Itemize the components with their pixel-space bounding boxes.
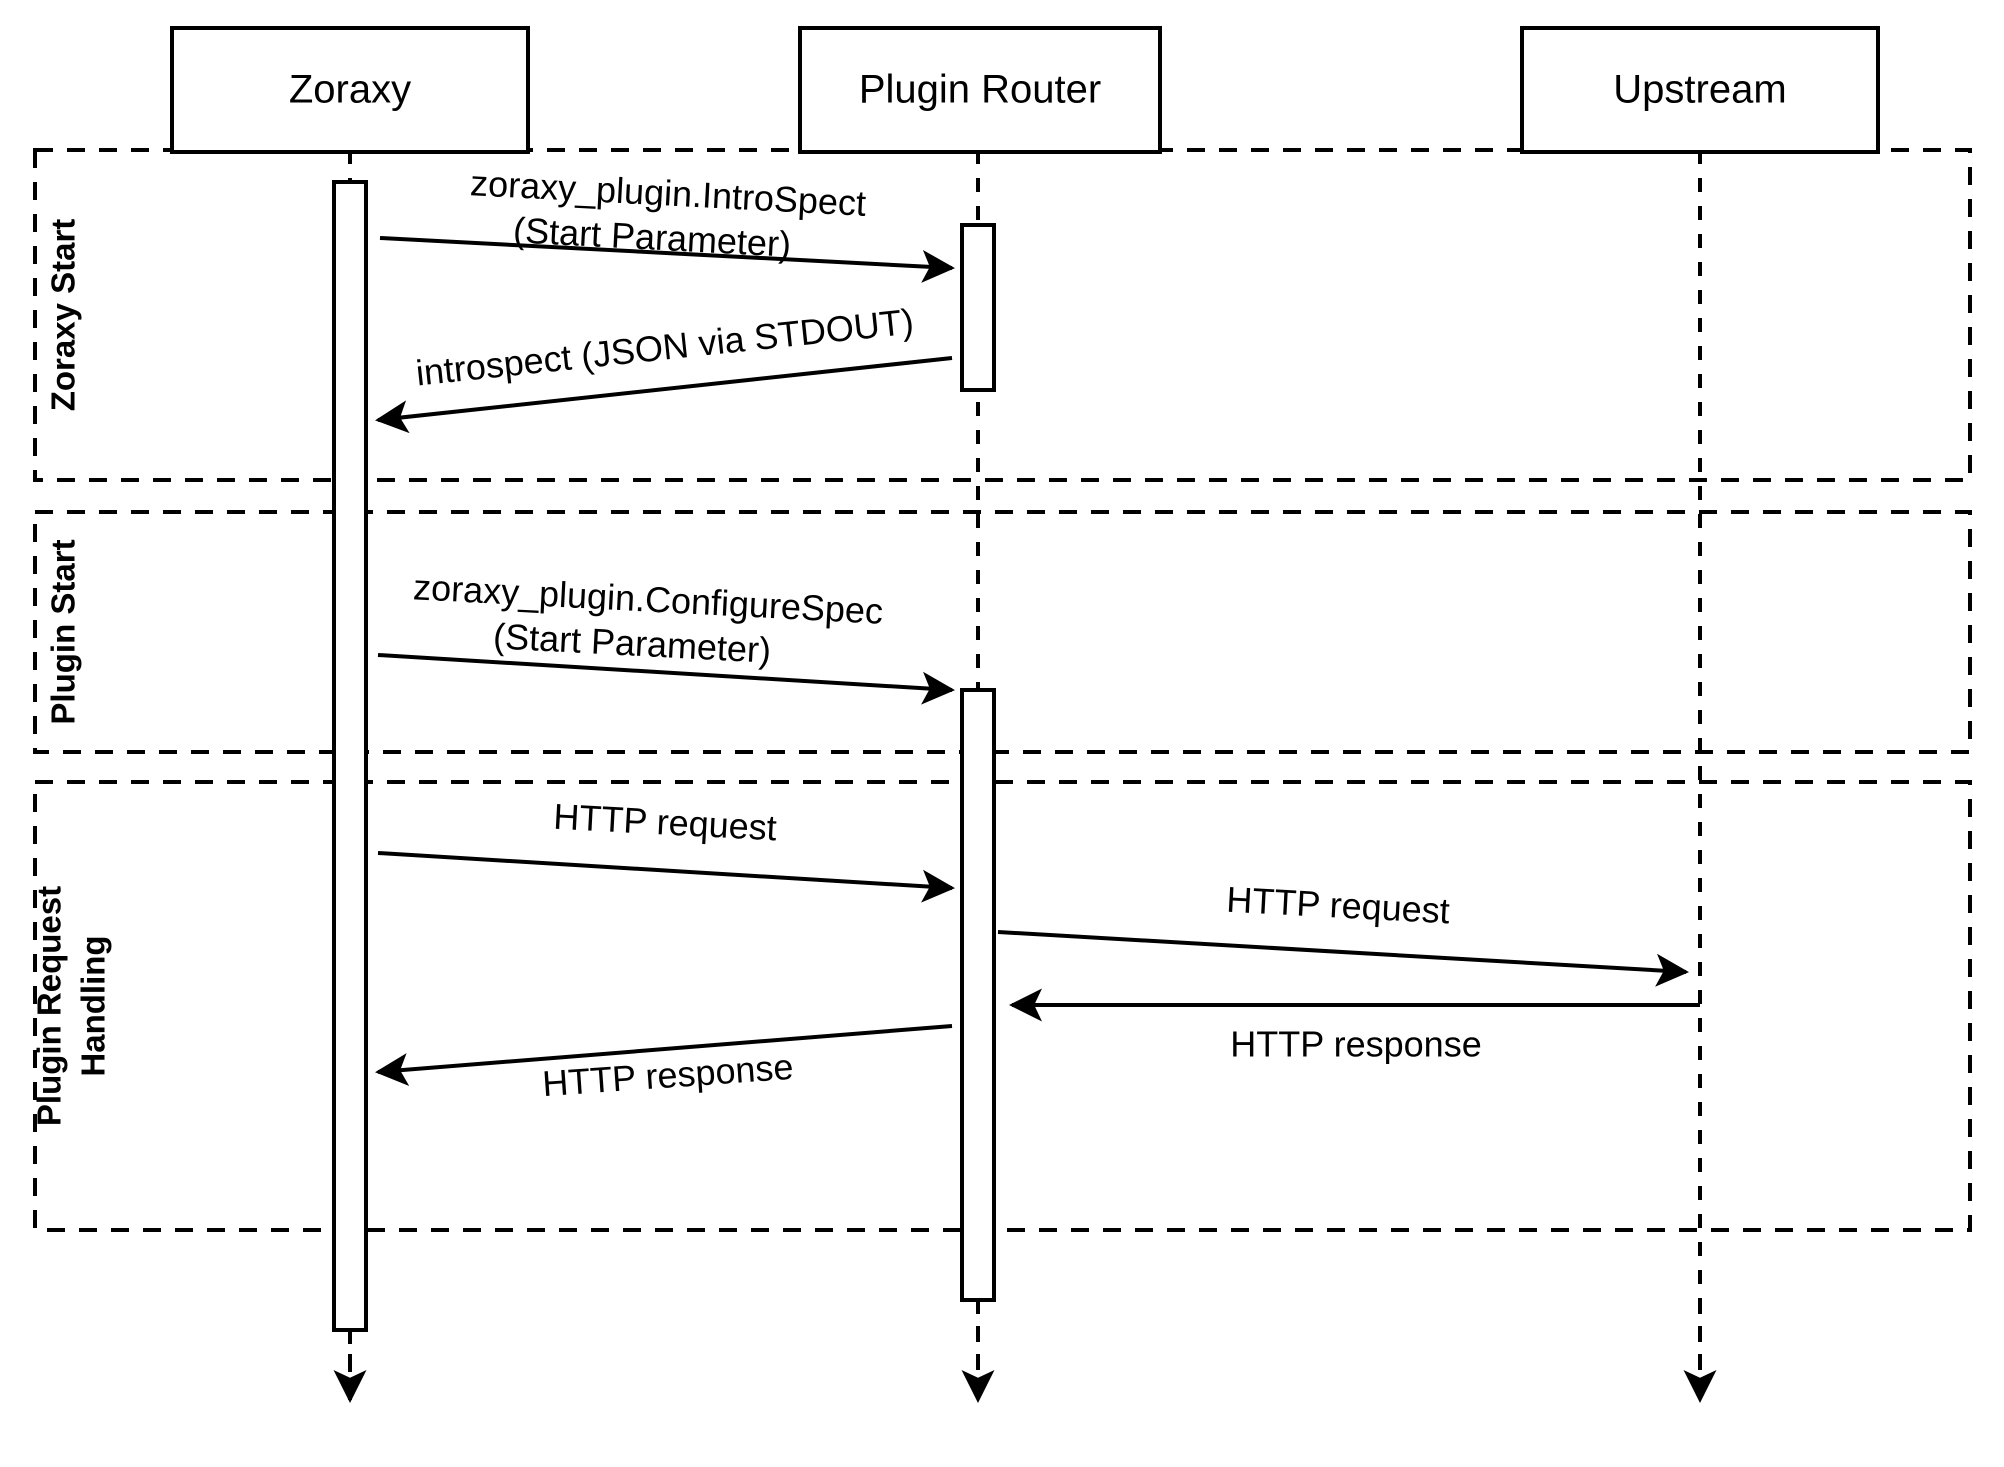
message-http-response-to-zoraxy-arrow (375, 1024, 953, 1087)
message-configurespec-call-label-line1: zoraxy_plugin.ConfigureSpec (412, 566, 884, 632)
participant-plugin-router-label: Plugin Router (859, 68, 1101, 112)
message-http-response-from-upstream-label: HTTP response (1230, 1024, 1481, 1065)
activation-bar-plugin-router-serving (960, 688, 996, 1302)
fragment-zoraxy-start: Zoraxy Start (33, 148, 1972, 482)
fragment-zoraxy-start-label: Zoraxy Start (45, 219, 82, 412)
participant-plugin-router[interactable]: Plugin Router (798, 26, 1162, 154)
fragment-plugin-start-border (33, 510, 1972, 754)
participant-zoraxy-label: Zoraxy (289, 68, 411, 112)
message-introspect-return-label: introspect (JSON via STDOUT) (414, 301, 916, 394)
fragment-plugin-request-handling-label-line1: Plugin Request (31, 886, 68, 1126)
fragment-plugin-start-label: Plugin Start (45, 539, 82, 724)
message-http-request-to-upstream-label: HTTP request (1226, 879, 1451, 932)
activation-bar-zoraxy (332, 180, 368, 1332)
participant-zoraxy[interactable]: Zoraxy (170, 26, 530, 154)
message-configurespec-call-arrow (377, 653, 955, 705)
participant-plugin-router-box[interactable] (798, 26, 1162, 154)
message-http-request-to-upstream-arrow (997, 930, 1689, 987)
message-http-request-to-router-label: HTTP request (553, 796, 778, 849)
message-configurespec-call: zoraxy_plugin.ConfigureSpec (Start Param… (377, 566, 955, 705)
fragment-plugin-request-handling-border (33, 780, 1972, 1232)
message-http-request-to-router: HTTP request (377, 796, 955, 903)
message-http-response-to-zoraxy: HTTP response (375, 1024, 953, 1104)
message-http-request-to-router-arrow (377, 851, 955, 903)
message-http-response-from-upstream: HTTP response (1009, 988, 1700, 1065)
message-introspect-return-arrow (375, 356, 953, 434)
message-introspect-call: zoraxy_plugin.IntroSpect (Start Paramete… (379, 162, 955, 283)
message-introspect-return: introspect (JSON via STDOUT) (375, 301, 953, 434)
fragment-zoraxy-start-border (33, 148, 1972, 482)
participant-zoraxy-box[interactable] (170, 26, 530, 154)
message-http-request-to-upstream: HTTP request (997, 879, 1689, 987)
participant-upstream[interactable]: Upstream (1520, 26, 1880, 154)
fragment-plugin-request-handling-label-line2: Handling (75, 935, 112, 1076)
participant-upstream-box[interactable] (1520, 26, 1880, 154)
participant-upstream-label: Upstream (1613, 68, 1786, 112)
message-introspect-call-arrow (379, 236, 955, 283)
activation-bar-plugin-router-introspect (960, 223, 996, 392)
fragment-plugin-start: Plugin Start (33, 510, 1972, 754)
fragment-plugin-request-handling: Plugin Request Handling (31, 780, 1972, 1232)
